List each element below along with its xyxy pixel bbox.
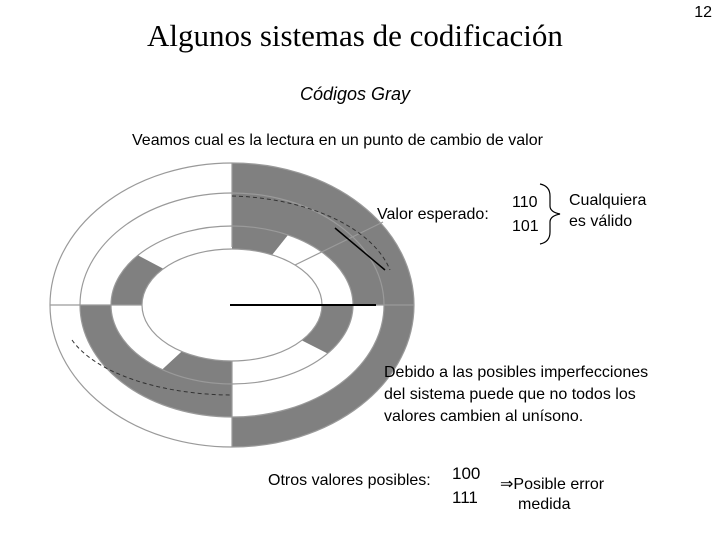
other-values-label: Otros valores posibles: bbox=[268, 472, 431, 489]
any-valid-line-1: Cualquiera bbox=[569, 192, 647, 209]
note-line-3: valores cambien al unísono. bbox=[384, 408, 584, 425]
slide-title: Algunos sistemas de codificación bbox=[147, 18, 563, 53]
implies-symbol: ⇒ bbox=[500, 476, 514, 493]
any-valid-line-2: es válido bbox=[569, 213, 633, 230]
expected-value-1: 110 bbox=[512, 194, 538, 211]
intro-text: Veamos cual es la lectura en un punto de… bbox=[132, 132, 543, 149]
note-line-2: del sistema puede que no todos los bbox=[384, 386, 636, 403]
possible-error-text: Posible error bbox=[513, 476, 605, 493]
possible-error-line-2: medida bbox=[518, 496, 571, 513]
other-value-1: 100 bbox=[452, 464, 481, 483]
possible-error-line-1: ⇒Posible error bbox=[500, 474, 604, 494]
transition-marker bbox=[334, 227, 386, 271]
brace-expected bbox=[539, 183, 561, 245]
expected-value-label: Valor esperado: bbox=[377, 206, 489, 223]
slide-subtitle: Códigos Gray bbox=[300, 84, 411, 104]
other-value-2: 111 bbox=[452, 488, 478, 507]
expected-value-2: 101 bbox=[512, 218, 539, 235]
page-number: 12 bbox=[694, 4, 712, 21]
note-line-1: Debido a las posibles imperfecciones bbox=[384, 364, 649, 381]
